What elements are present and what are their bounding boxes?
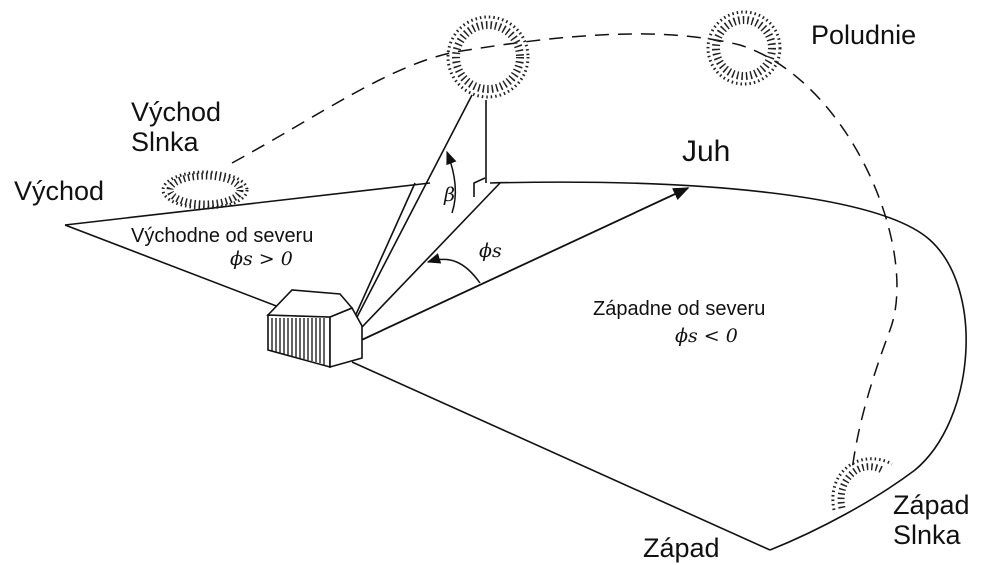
zapad-slnka-line2: Slnka	[893, 520, 961, 550]
phi-s-positive-label: ϕs > 0	[230, 248, 293, 270]
phi-s-label: ϕs	[479, 240, 502, 262]
phi-s-arc	[426, 253, 481, 284]
vychod-slnka-line2: Slnka	[131, 127, 199, 157]
vychod-slnka-line1: Východ	[131, 97, 222, 127]
sunrise-sun	[161, 170, 249, 210]
zapad-slnka-line1: Západ	[893, 490, 970, 520]
zapad-slnka-label: Západ Slnka	[893, 490, 970, 550]
south-arrow	[339, 187, 690, 351]
house-to-west-line	[351, 361, 771, 551]
juh-label: Juh	[682, 135, 731, 168]
zapadne-od-severu-label: Západne od severu	[593, 298, 766, 320]
vychod-label: Východ	[14, 176, 105, 206]
phi-s-negative-label: ϕs < 0	[675, 325, 738, 347]
house-front	[267, 314, 331, 369]
house	[266, 289, 363, 369]
zapad-label: Západ	[643, 533, 720, 563]
house-side	[329, 306, 363, 369]
horizon-plane	[64, 181, 967, 551]
poludnie-label: Poludnie	[811, 20, 917, 50]
sunset-sun	[831, 457, 893, 511]
east-horizon-line	[64, 182, 431, 226]
poludnie-sun	[706, 10, 782, 86]
south-horizon-curve	[489, 181, 967, 551]
construction-lines	[339, 94, 501, 351]
right-angle-mark	[473, 177, 486, 197]
beta-label: β	[444, 184, 455, 206]
solar-noon-sun	[446, 15, 530, 99]
projection-line	[339, 182, 501, 351]
vychod-slnka-label: Východ Slnka	[131, 97, 221, 157]
beta-arc	[446, 150, 457, 214]
vychodne-od-severu-label: Východne od severu	[131, 225, 314, 247]
house-roof	[266, 289, 354, 318]
sun-ray-to-noon	[339, 94, 473, 351]
sun-path-arc	[231, 33, 898, 471]
house-siding	[271, 318, 325, 365]
east-to-house-line	[64, 224, 293, 313]
